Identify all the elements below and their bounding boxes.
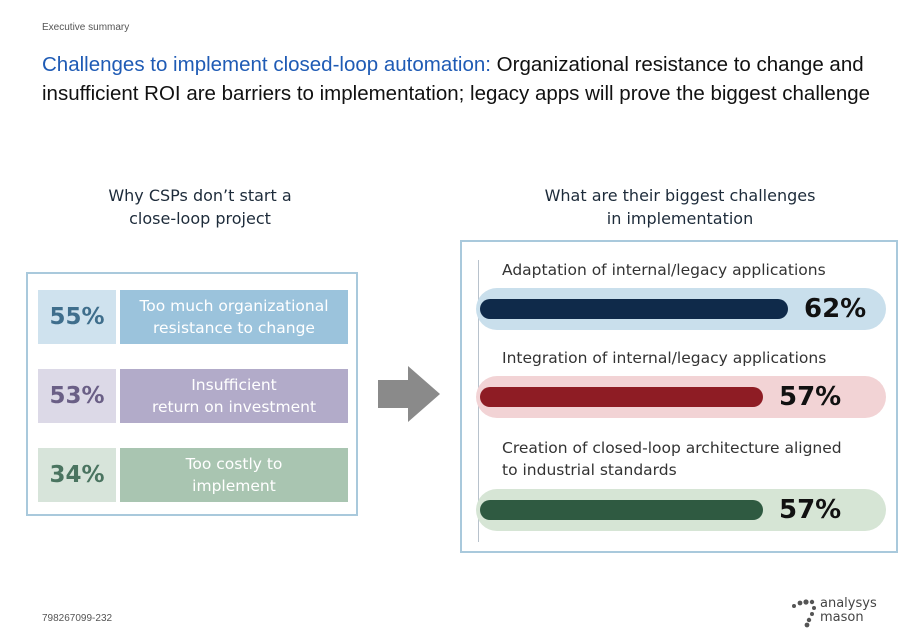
logo-line2: mason — [820, 610, 864, 625]
right-arrow-icon — [378, 366, 440, 422]
reasons-panel: 55% Too much organizational resistance to… — [26, 272, 358, 516]
left-heading-line1: Why CSPs don’t start a — [108, 186, 292, 205]
challenge-bar-track: 62% — [476, 288, 886, 330]
reason-label-line2: implement — [192, 477, 276, 495]
reason-label: Too costly to implement — [120, 448, 348, 502]
challenge-bar-track: 57% — [476, 376, 886, 418]
challenge-percent: 57% — [779, 382, 842, 412]
reason-label-line1: Too much organizational — [139, 297, 329, 315]
right-heading-line1: What are their biggest challenges — [544, 186, 816, 205]
challenge-label-line2: to industrial standards — [502, 461, 677, 479]
challenge-percent: 57% — [779, 495, 842, 525]
challenges-panel: Adaptation of internal/legacy applicatio… — [460, 240, 898, 553]
headline-accent: Challenges to implement closed-loop auto… — [42, 53, 491, 76]
challenge-bar-fill — [480, 387, 763, 407]
challenge-label: Creation of closed-loop architecture ali… — [502, 437, 892, 481]
headline-rest: Organizational resistance to change and … — [42, 53, 871, 105]
document-id: 798267099-232 — [42, 613, 113, 624]
challenge-label-line1: Creation of closed-loop architecture ali… — [502, 439, 842, 457]
analysys-mason-logo: analysys mason — [790, 596, 890, 630]
reason-row: 34% Too costly to implement — [38, 448, 348, 502]
section-label: Executive summary — [42, 22, 130, 33]
left-heading-line2: close-loop project — [129, 209, 271, 228]
challenge-label-line1: Adaptation of internal/legacy applicatio… — [502, 261, 826, 279]
reason-row: 53% Insufficient return on investment — [38, 369, 348, 423]
reason-percent: 55% — [38, 290, 116, 344]
challenge-percent: 62% — [804, 294, 867, 324]
challenge-bar-track: 57% — [476, 489, 886, 531]
reason-row: 55% Too much organizational resistance to… — [38, 290, 348, 344]
reason-label: Insufficient return on investment — [120, 369, 348, 423]
right-panel-heading: What are their biggest challenges in imp… — [500, 184, 860, 230]
logo-line1: analysys — [820, 596, 877, 611]
reason-label-line2: return on investment — [151, 398, 317, 416]
challenge-label: Integration of internal/legacy applicati… — [502, 347, 892, 369]
reason-label-line1: Insufficient — [191, 376, 277, 394]
challenge-bar-fill — [480, 500, 763, 520]
reason-label-line2: resistance to change — [153, 319, 315, 337]
reason-percent: 53% — [38, 369, 116, 423]
challenge-label: Adaptation of internal/legacy applicatio… — [502, 259, 892, 281]
logo-text: analysys mason — [820, 597, 877, 625]
logo-dots-icon — [792, 599, 816, 628]
challenge-bar-fill — [480, 299, 788, 319]
reason-label-line1: Too costly to — [185, 455, 283, 473]
reason-label: Too much organizational resistance to cha… — [120, 290, 348, 344]
right-heading-line2: in implementation — [606, 209, 754, 228]
page-title: Challenges to implement closed-loop auto… — [42, 50, 872, 108]
reason-percent: 34% — [38, 448, 116, 502]
left-panel-heading: Why CSPs don’t start a close-loop projec… — [60, 184, 340, 230]
challenge-label-line1: Integration of internal/legacy applicati… — [502, 349, 827, 367]
